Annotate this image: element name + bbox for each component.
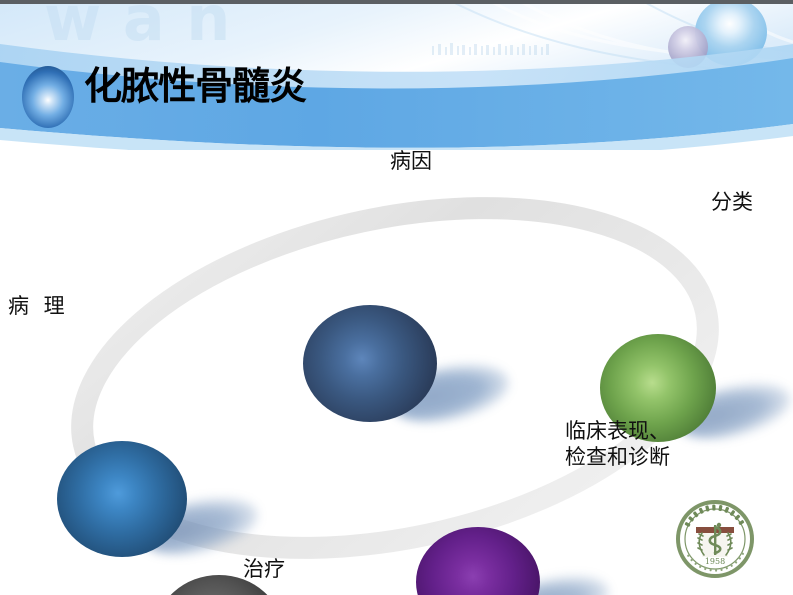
- hospital-seal-logo: 1958: [676, 500, 754, 578]
- node-label-cause: 病因: [390, 149, 432, 173]
- orbit-ring: [71, 197, 719, 559]
- slide-title: 化脓性骨髓炎: [84, 64, 307, 108]
- node-sphere-pathology[interactable]: [57, 441, 187, 557]
- node-label-pathology: 病 理: [8, 294, 69, 318]
- top-edge-strip: [0, 0, 793, 4]
- node-label-clinical-line2: 检查和诊断: [565, 445, 670, 469]
- concept-orbit-diagram: [0, 128, 793, 595]
- slide-header-artwork: w a n: [0, 0, 793, 150]
- svg-text:w a n: w a n: [44, 0, 230, 55]
- title-bullet-sphere-icon: [22, 66, 74, 128]
- node-label-classification: 分类: [711, 190, 753, 214]
- node-sphere-classification[interactable]: [600, 334, 716, 442]
- node-label-clinical-line1: 临床表现、: [565, 419, 670, 443]
- node-label-clinical: 临床表现、 检查和诊断: [565, 418, 715, 470]
- node-label-treatment: 治疗: [243, 557, 285, 581]
- node-sphere-cause[interactable]: [303, 305, 437, 422]
- logo-year: 1958: [705, 557, 725, 566]
